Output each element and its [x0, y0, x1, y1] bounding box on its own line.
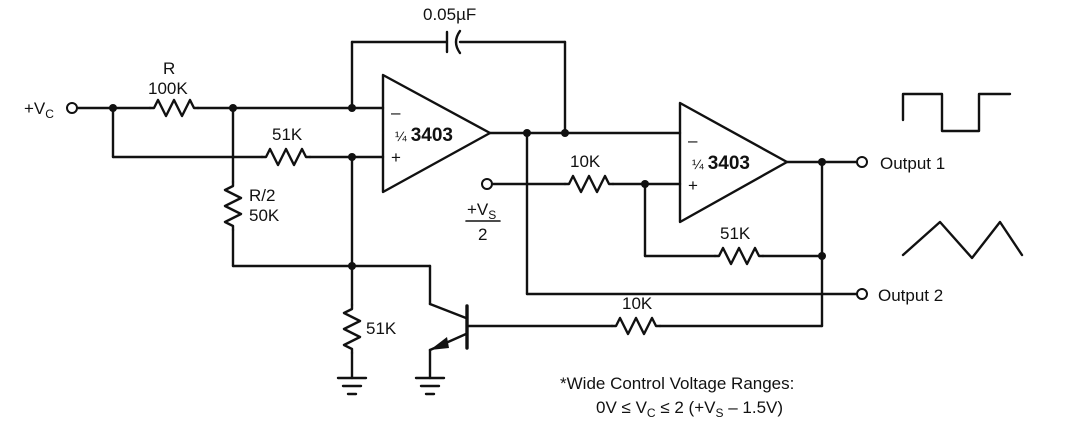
opamp-2-plus: +: [688, 176, 698, 195]
npn-transistor: [428, 264, 469, 380]
opamp-2-minus: –: [688, 131, 698, 150]
output-1-terminal: [856, 156, 868, 168]
junction-dots: [109, 104, 826, 270]
resistor-51k-label-3: 51K: [366, 319, 397, 338]
opamp-1-plus: +: [391, 148, 401, 167]
resistor-r-100k: [148, 98, 200, 118]
resistor-51k-ground: [342, 303, 362, 355]
output-2-terminal: [856, 288, 868, 300]
resistor-r-half-name: R/2: [249, 186, 275, 205]
capacitor-plate-right: [454, 29, 462, 55]
opamp-1-minus: –: [391, 103, 401, 122]
resistor-51k-hysteresis: [713, 246, 765, 266]
capacitor-label: 0.05µF: [423, 5, 476, 24]
resistor-51k-label-2: 51K: [720, 224, 751, 243]
vc-label: +VC: [24, 99, 54, 121]
resistor-10k-label-2: 10K: [622, 294, 653, 313]
note-line-2: 0V ≤ VC ≤ 2 (+VS – 1.5V): [596, 398, 783, 420]
vc-input-terminal: [66, 102, 78, 114]
resistor-10k-label-1: 10K: [570, 152, 601, 171]
note-line-1: *Wide Control Voltage Ranges:: [560, 374, 794, 393]
resistor-51k-positive-feedback: [260, 147, 312, 167]
ground-1-icon: [336, 376, 368, 396]
resistor-51k-label-1: 51K: [272, 125, 303, 144]
square-wave-icon: [901, 92, 1012, 133]
triangle-wave-icon: [901, 220, 1024, 260]
vc-input-wiring: [76, 106, 385, 159]
ground-2-icon: [414, 376, 446, 396]
vs-label: +VS: [467, 200, 496, 222]
output-1-label: Output 1: [880, 154, 945, 173]
resistor-r-half-value: 50K: [249, 206, 280, 225]
resistor-r-half-50k: [223, 180, 243, 232]
output-2-label: Output 2: [878, 286, 943, 305]
vs-denominator: 2: [478, 225, 487, 244]
resistor-10k-input: [563, 174, 615, 194]
resistor-10k-base: [610, 316, 662, 336]
capacitor-feedback-wiring: [350, 40, 567, 135]
vs-half-terminal: [481, 178, 493, 190]
resistor-r-value: 100K: [148, 79, 188, 98]
transistor-emitter-arrow: [430, 337, 449, 350]
resistor-r-name: R: [163, 59, 175, 78]
